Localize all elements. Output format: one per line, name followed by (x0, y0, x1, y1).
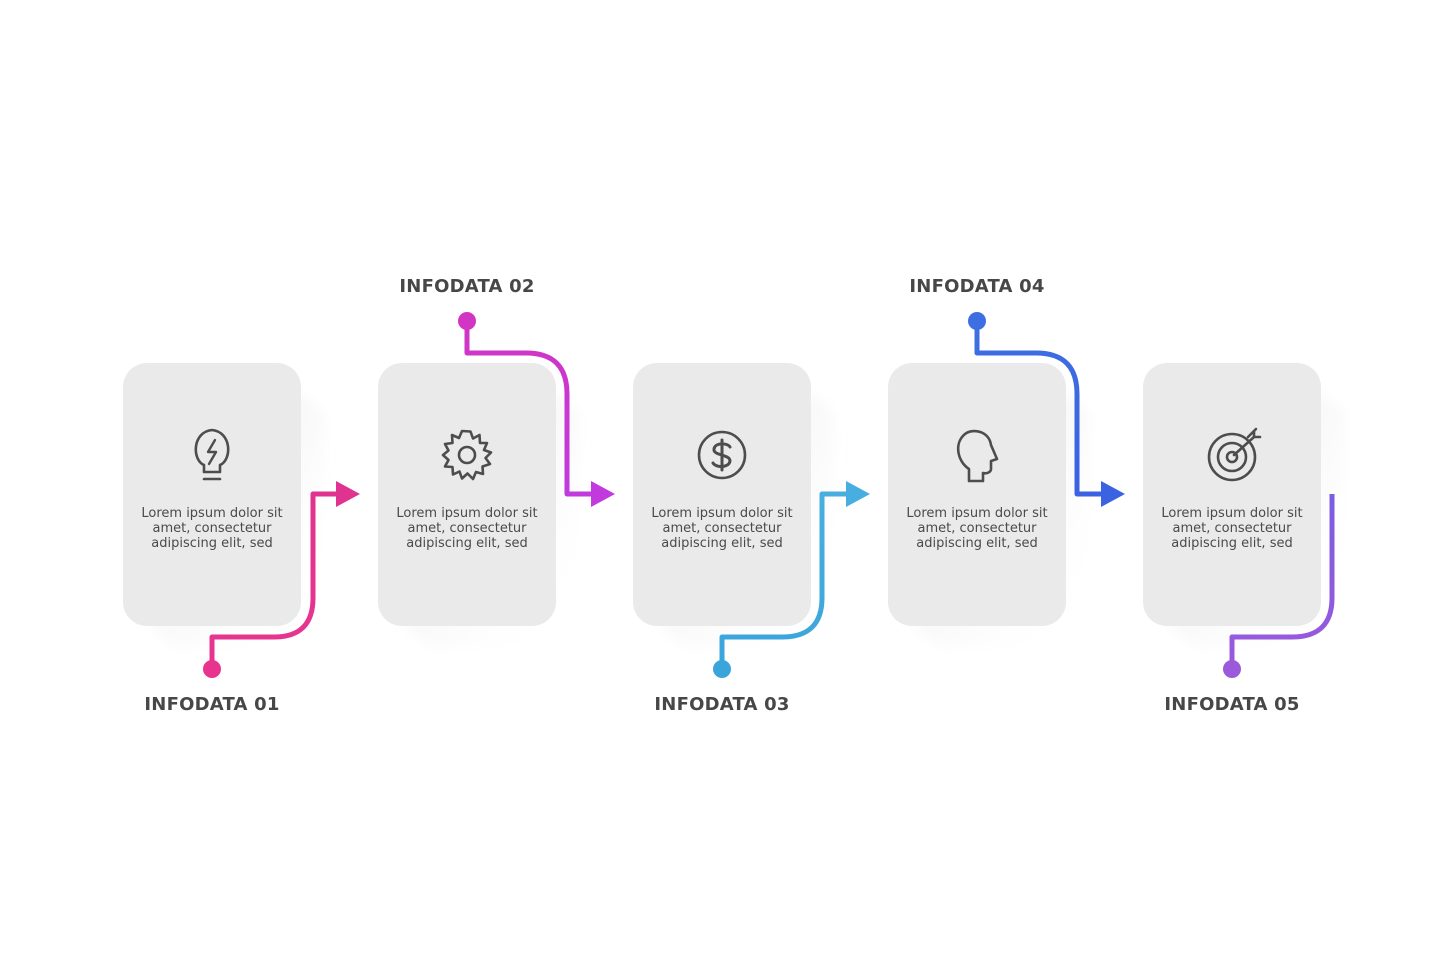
dollar-coin-icon (697, 430, 747, 480)
arrowhead-02 (591, 481, 615, 507)
connector-05 (1229, 494, 1335, 668)
card-01 (123, 363, 301, 626)
card-02 (378, 363, 556, 626)
card-04 (888, 363, 1066, 626)
connector-03 (719, 491, 848, 668)
step-label-05: INFODATA 05 (1164, 694, 1300, 715)
card-text-04: Lorem ipsum dolor sit amet, consectetur … (906, 506, 1048, 551)
dot-02 (458, 312, 476, 330)
connector-02 (464, 322, 593, 497)
connector-lines (209, 322, 1335, 668)
arrowhead-03 (846, 481, 870, 507)
connector-04 (974, 322, 1103, 497)
dot-04 (968, 312, 986, 330)
card-text-05: Lorem ipsum dolor sit amet, consectetur … (1161, 506, 1303, 551)
arrowhead-01 (336, 481, 360, 507)
head-profile-icon (956, 429, 999, 483)
target-icon (1207, 427, 1262, 482)
connector-markers (203, 312, 1241, 678)
step-label-04: INFODATA 04 (909, 276, 1045, 297)
gear-icon (441, 429, 493, 481)
dot-03 (713, 660, 731, 678)
card-text-02: Lorem ipsum dolor sit amet, consectetur … (396, 506, 538, 551)
step-label-03: INFODATA 03 (654, 694, 790, 715)
dot-01 (203, 660, 221, 678)
card-05 (1143, 363, 1321, 626)
connector-01 (209, 491, 338, 668)
step-label-02: INFODATA 02 (399, 276, 535, 297)
card-03 (633, 363, 811, 626)
cards (123, 363, 1321, 626)
arrowhead-04 (1101, 481, 1125, 507)
dot-05 (1223, 660, 1241, 678)
lightbulb-icon (194, 428, 230, 481)
step-label-01: INFODATA 01 (144, 694, 280, 715)
card-text-01: Lorem ipsum dolor sit amet, consectetur … (141, 506, 283, 551)
card-text-03: Lorem ipsum dolor sit amet, consectetur … (651, 506, 793, 551)
